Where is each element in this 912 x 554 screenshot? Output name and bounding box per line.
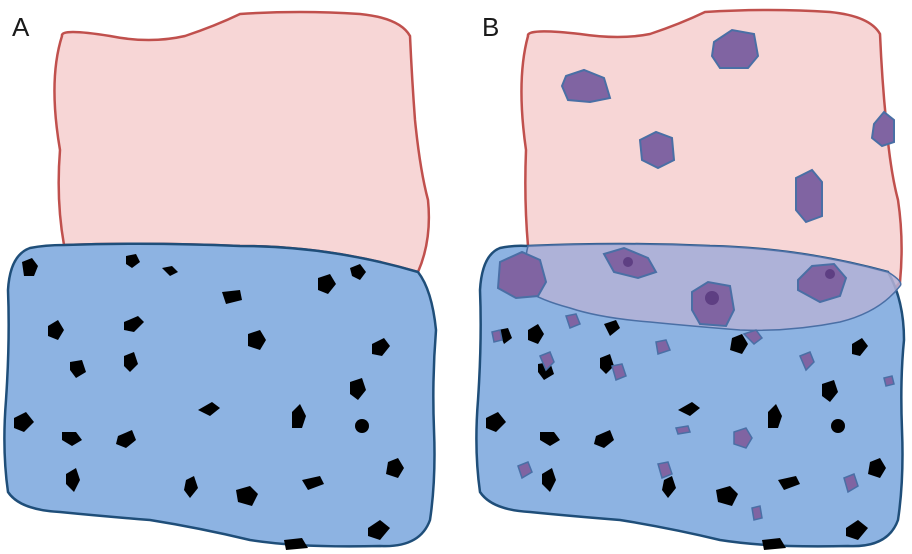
purple-particle [640,132,674,168]
panel-a-label: A [12,12,30,42]
purple-particle [676,426,690,434]
purple-core [825,269,835,279]
purple-particle [884,376,894,386]
panel-b-label: B [482,12,499,42]
panel-a: A [4,12,436,550]
purple-core [623,257,633,267]
purple-particle [752,506,762,520]
particle [355,419,369,433]
particle [831,419,845,433]
purple-particle [498,252,546,298]
purple-particle [796,170,822,222]
panel-a-lower-block [4,244,436,547]
purple-particle [492,330,502,342]
panel-b: B [476,10,904,550]
panel-a-upper-block [54,12,428,272]
purple-core [705,291,719,305]
